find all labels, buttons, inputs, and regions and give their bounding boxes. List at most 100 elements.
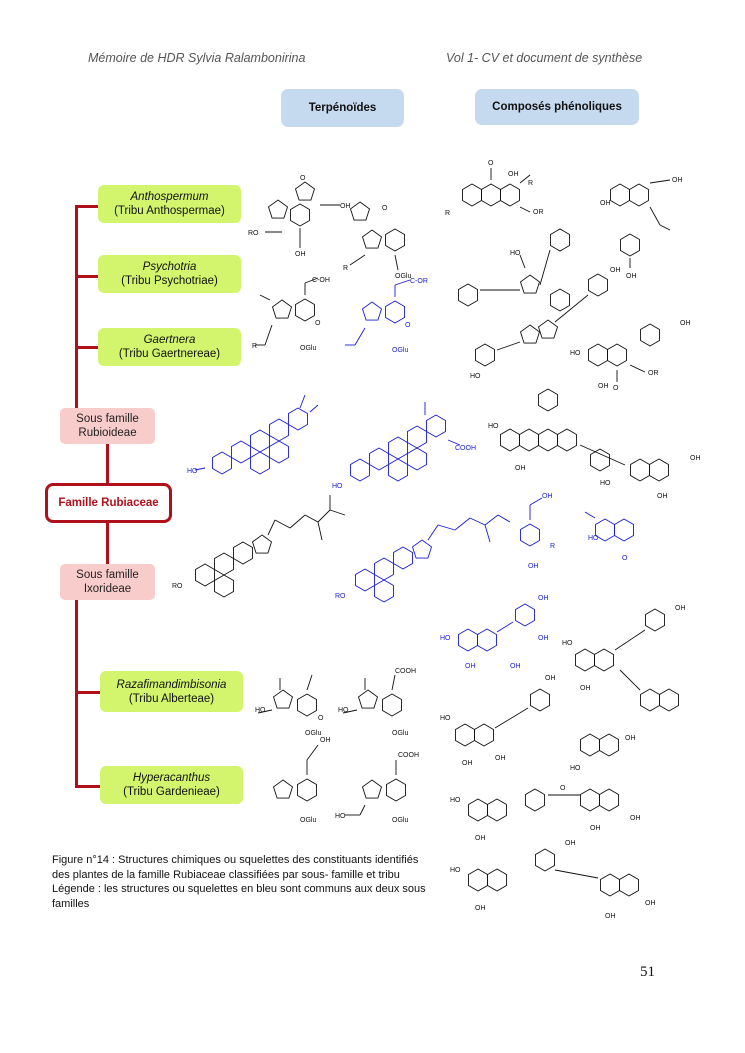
ring	[538, 428, 558, 452]
atom-label: OR	[533, 209, 544, 216]
atom-label: OGlu	[392, 817, 408, 824]
atom-label: C-OH	[312, 277, 330, 284]
atom-label: OH	[515, 465, 526, 472]
bond	[329, 509, 346, 516]
atom-label: OGlu	[392, 730, 408, 737]
atom-label: OH	[465, 663, 476, 670]
ring	[382, 693, 402, 717]
atom-label: R	[252, 343, 257, 350]
ring	[468, 868, 488, 892]
ring	[580, 733, 600, 757]
bond	[309, 404, 319, 413]
bond	[629, 364, 646, 373]
atom-label: HO	[570, 350, 581, 357]
ring	[575, 648, 595, 672]
atom-label: OGlu	[392, 347, 408, 354]
ring	[537, 319, 559, 339]
bond	[306, 674, 313, 691]
figure-caption: Figure n°14 : Structures chimiques ou sq…	[52, 853, 432, 911]
bond	[519, 254, 526, 269]
bond	[349, 254, 366, 266]
tribe-razafimandimbisonia: Razafimandimbisonia(Tribu Alberteae)	[100, 671, 243, 712]
tribe-gaertnera: Gaertnera(Tribu Gaertnereae)	[98, 328, 241, 366]
ring	[588, 273, 608, 297]
ring	[361, 229, 383, 249]
genus-name: Gaertnera	[143, 334, 196, 346]
ring	[357, 689, 379, 709]
subfamily-line1: Sous famille	[76, 569, 139, 581]
subfamily-line2: Rubioideae	[78, 427, 137, 439]
atom-label: HO	[440, 715, 451, 722]
caption-legend: Légende : les structures ou squelettes e…	[52, 883, 426, 910]
ring	[475, 343, 495, 367]
bond	[342, 709, 358, 714]
tree-line	[75, 785, 100, 788]
atom-label: RO	[335, 593, 346, 600]
bond	[304, 514, 319, 523]
tree-line	[75, 346, 99, 349]
atom-label: OH	[590, 825, 601, 832]
ring	[614, 518, 634, 542]
tribe-name: (Tribu Gardenieae)	[123, 786, 220, 798]
bond	[299, 394, 306, 409]
genus-name: Hyperacanthus	[132, 772, 211, 784]
tree-line	[75, 205, 99, 208]
atom-label: OH	[545, 675, 556, 682]
bond	[497, 514, 511, 523]
ring	[251, 534, 273, 554]
atom-label: OGlu	[305, 730, 321, 737]
ring	[458, 283, 478, 307]
tribe-name: (Tribu Alberteae)	[128, 692, 215, 705]
ring	[530, 688, 550, 712]
bond	[447, 439, 461, 446]
ring	[369, 447, 389, 471]
atom-label: O	[622, 555, 628, 562]
atom-label: OGlu	[395, 273, 411, 280]
ring	[269, 418, 289, 442]
atom-label: R	[528, 180, 533, 187]
ring	[272, 689, 294, 709]
bond	[619, 669, 641, 691]
atom-label: C-OR	[410, 278, 428, 285]
steroid-sitosterol: RO	[172, 495, 346, 598]
atom-label: O	[382, 205, 388, 212]
atom-label: OH	[542, 493, 553, 500]
bond	[539, 249, 551, 286]
atom-label: HO	[600, 480, 611, 487]
ring	[600, 873, 620, 897]
atom-label: OH	[598, 383, 609, 390]
ring	[297, 778, 317, 802]
ring	[520, 523, 540, 547]
ring	[195, 563, 215, 587]
bond	[469, 517, 486, 526]
ring	[550, 288, 570, 312]
ring	[212, 451, 232, 475]
atom-label: OH	[510, 663, 521, 670]
ring	[590, 448, 610, 472]
ring	[645, 608, 665, 632]
bond	[359, 804, 366, 816]
atom-label: HO	[335, 813, 346, 820]
bond	[529, 497, 543, 506]
atom-label: OGlu	[300, 817, 316, 824]
bond	[194, 467, 206, 471]
ring	[250, 451, 270, 475]
atom-label: OH	[475, 835, 486, 842]
ring	[290, 203, 310, 227]
bond	[519, 174, 531, 184]
ring	[599, 788, 619, 812]
atom-label: RO	[248, 230, 259, 237]
